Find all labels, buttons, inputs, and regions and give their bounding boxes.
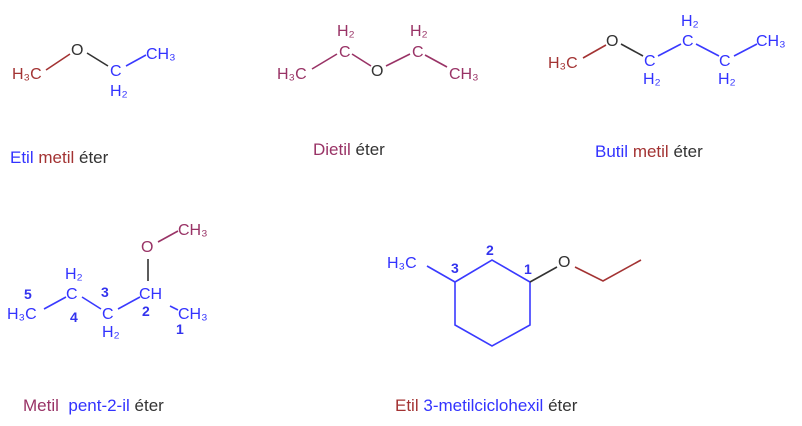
- name-part: metil: [633, 142, 669, 161]
- bond: [351, 53, 372, 67]
- atom-o: O: [371, 63, 383, 80]
- name-part: pent-2-il: [68, 396, 129, 415]
- molecule-methyl-pent-2-yl-ether: H₃C C H₂ C H₂ CH O CH₃ CH₃ 5 4 3 2 1 Met…: [7, 222, 208, 415]
- locant-1: 1: [176, 321, 184, 337]
- molecule-ethyl-methyl-ether: H₃C O C H₂ CH₃ Etil metil éter: [10, 42, 176, 167]
- name-part: éter: [673, 142, 703, 161]
- atom-h3c: H₃C: [12, 66, 42, 83]
- atom-h2: H₂: [718, 71, 736, 88]
- name-part: éter: [79, 148, 109, 167]
- atom-c: C: [339, 44, 351, 61]
- atom-h2: H₂: [410, 23, 428, 40]
- bond: [169, 305, 179, 311]
- atom-h2: H₂: [643, 71, 661, 88]
- molecule-name: Etil 3-metilciclohexil éter: [395, 396, 578, 415]
- atom-ch3: CH₃: [756, 33, 786, 50]
- bond: [620, 43, 644, 57]
- name-part: éter: [548, 396, 578, 415]
- cyclohexane-ring: [454, 259, 531, 347]
- locant-3: 3: [101, 284, 109, 300]
- molecule-diethyl-ether: H₃C C H₂ O C H₂ CH₃ Dietil éter: [277, 23, 479, 159]
- atom-h2: H₂: [110, 83, 128, 100]
- bond: [733, 43, 758, 57]
- atom-c: C: [682, 33, 694, 50]
- locant-1: 1: [524, 261, 532, 277]
- atom-c: C: [644, 53, 656, 70]
- bond: [582, 44, 607, 59]
- atom-h2: H₂: [337, 23, 355, 40]
- bond: [43, 296, 67, 310]
- locant-3: 3: [451, 260, 459, 276]
- bond: [86, 52, 109, 67]
- atom-h2: H₂: [102, 324, 120, 341]
- atom-o: O: [606, 33, 618, 50]
- molecule-ethyl-3-methylcyclohexyl-ether: H₃C O 3 2 1 Etil 3-metilciclohexil éter: [387, 242, 642, 415]
- name-part: metil: [38, 148, 74, 167]
- atom-o: O: [71, 42, 83, 59]
- bond: [426, 265, 456, 283]
- locant-2: 2: [486, 242, 494, 258]
- atom-c: C: [719, 53, 731, 70]
- atom-ch3: CH₃: [146, 46, 176, 63]
- bond: [695, 43, 720, 57]
- name-part: Butil: [595, 142, 628, 161]
- molecule-name: Etil metil éter: [10, 148, 109, 167]
- locant-4: 4: [70, 309, 78, 325]
- atom-c: C: [110, 63, 122, 80]
- atom-h3c: H₃C: [277, 66, 307, 83]
- ethyl-chain: [574, 259, 642, 282]
- atom-h2: H₂: [65, 266, 83, 283]
- molecule-butyl-methyl-ether: H₃C O C H₂ C H₂ C H₂ CH₃ Butil metil éte…: [548, 13, 786, 161]
- name-part: 3-metilciclohexil: [423, 396, 543, 415]
- atom-ch3: CH₃: [449, 66, 479, 83]
- molecule-name: Metil pent-2-il éter: [23, 396, 164, 415]
- atom-h3c: H₃C: [387, 255, 417, 272]
- bond: [657, 43, 682, 57]
- atom-c: C: [66, 286, 78, 303]
- name-part: Etil: [10, 148, 34, 167]
- name-part: Dietil: [313, 140, 351, 159]
- name-part: éter: [356, 140, 386, 159]
- atom-ch3: CH₃: [178, 306, 208, 323]
- bond: [424, 54, 448, 68]
- locant-2: 2: [142, 303, 150, 319]
- locant-5: 5: [24, 286, 32, 302]
- name-part: éter: [135, 396, 165, 415]
- bond: [125, 54, 147, 67]
- bond: [117, 296, 141, 310]
- bond: [81, 296, 102, 310]
- atom-o: O: [141, 239, 153, 256]
- name-part: Etil: [395, 396, 419, 415]
- bond: [45, 53, 71, 71]
- molecule-name: Dietil éter: [313, 140, 385, 159]
- atom-h2: H₂: [681, 13, 699, 30]
- atom-o: O: [558, 254, 570, 271]
- atom-h3c: H₃C: [7, 306, 37, 323]
- bond: [157, 230, 179, 243]
- molecule-name: Butil metil éter: [595, 142, 703, 161]
- bond: [385, 53, 411, 67]
- name-part: Metil: [23, 396, 59, 415]
- atom-ch: CH: [139, 286, 162, 303]
- atom-c: C: [412, 44, 424, 61]
- atom-h3c: H₃C: [548, 55, 578, 72]
- bond: [311, 53, 338, 70]
- bond: [529, 266, 558, 283]
- atom-c: C: [102, 306, 114, 323]
- atom-ch3: CH₃: [178, 222, 208, 239]
